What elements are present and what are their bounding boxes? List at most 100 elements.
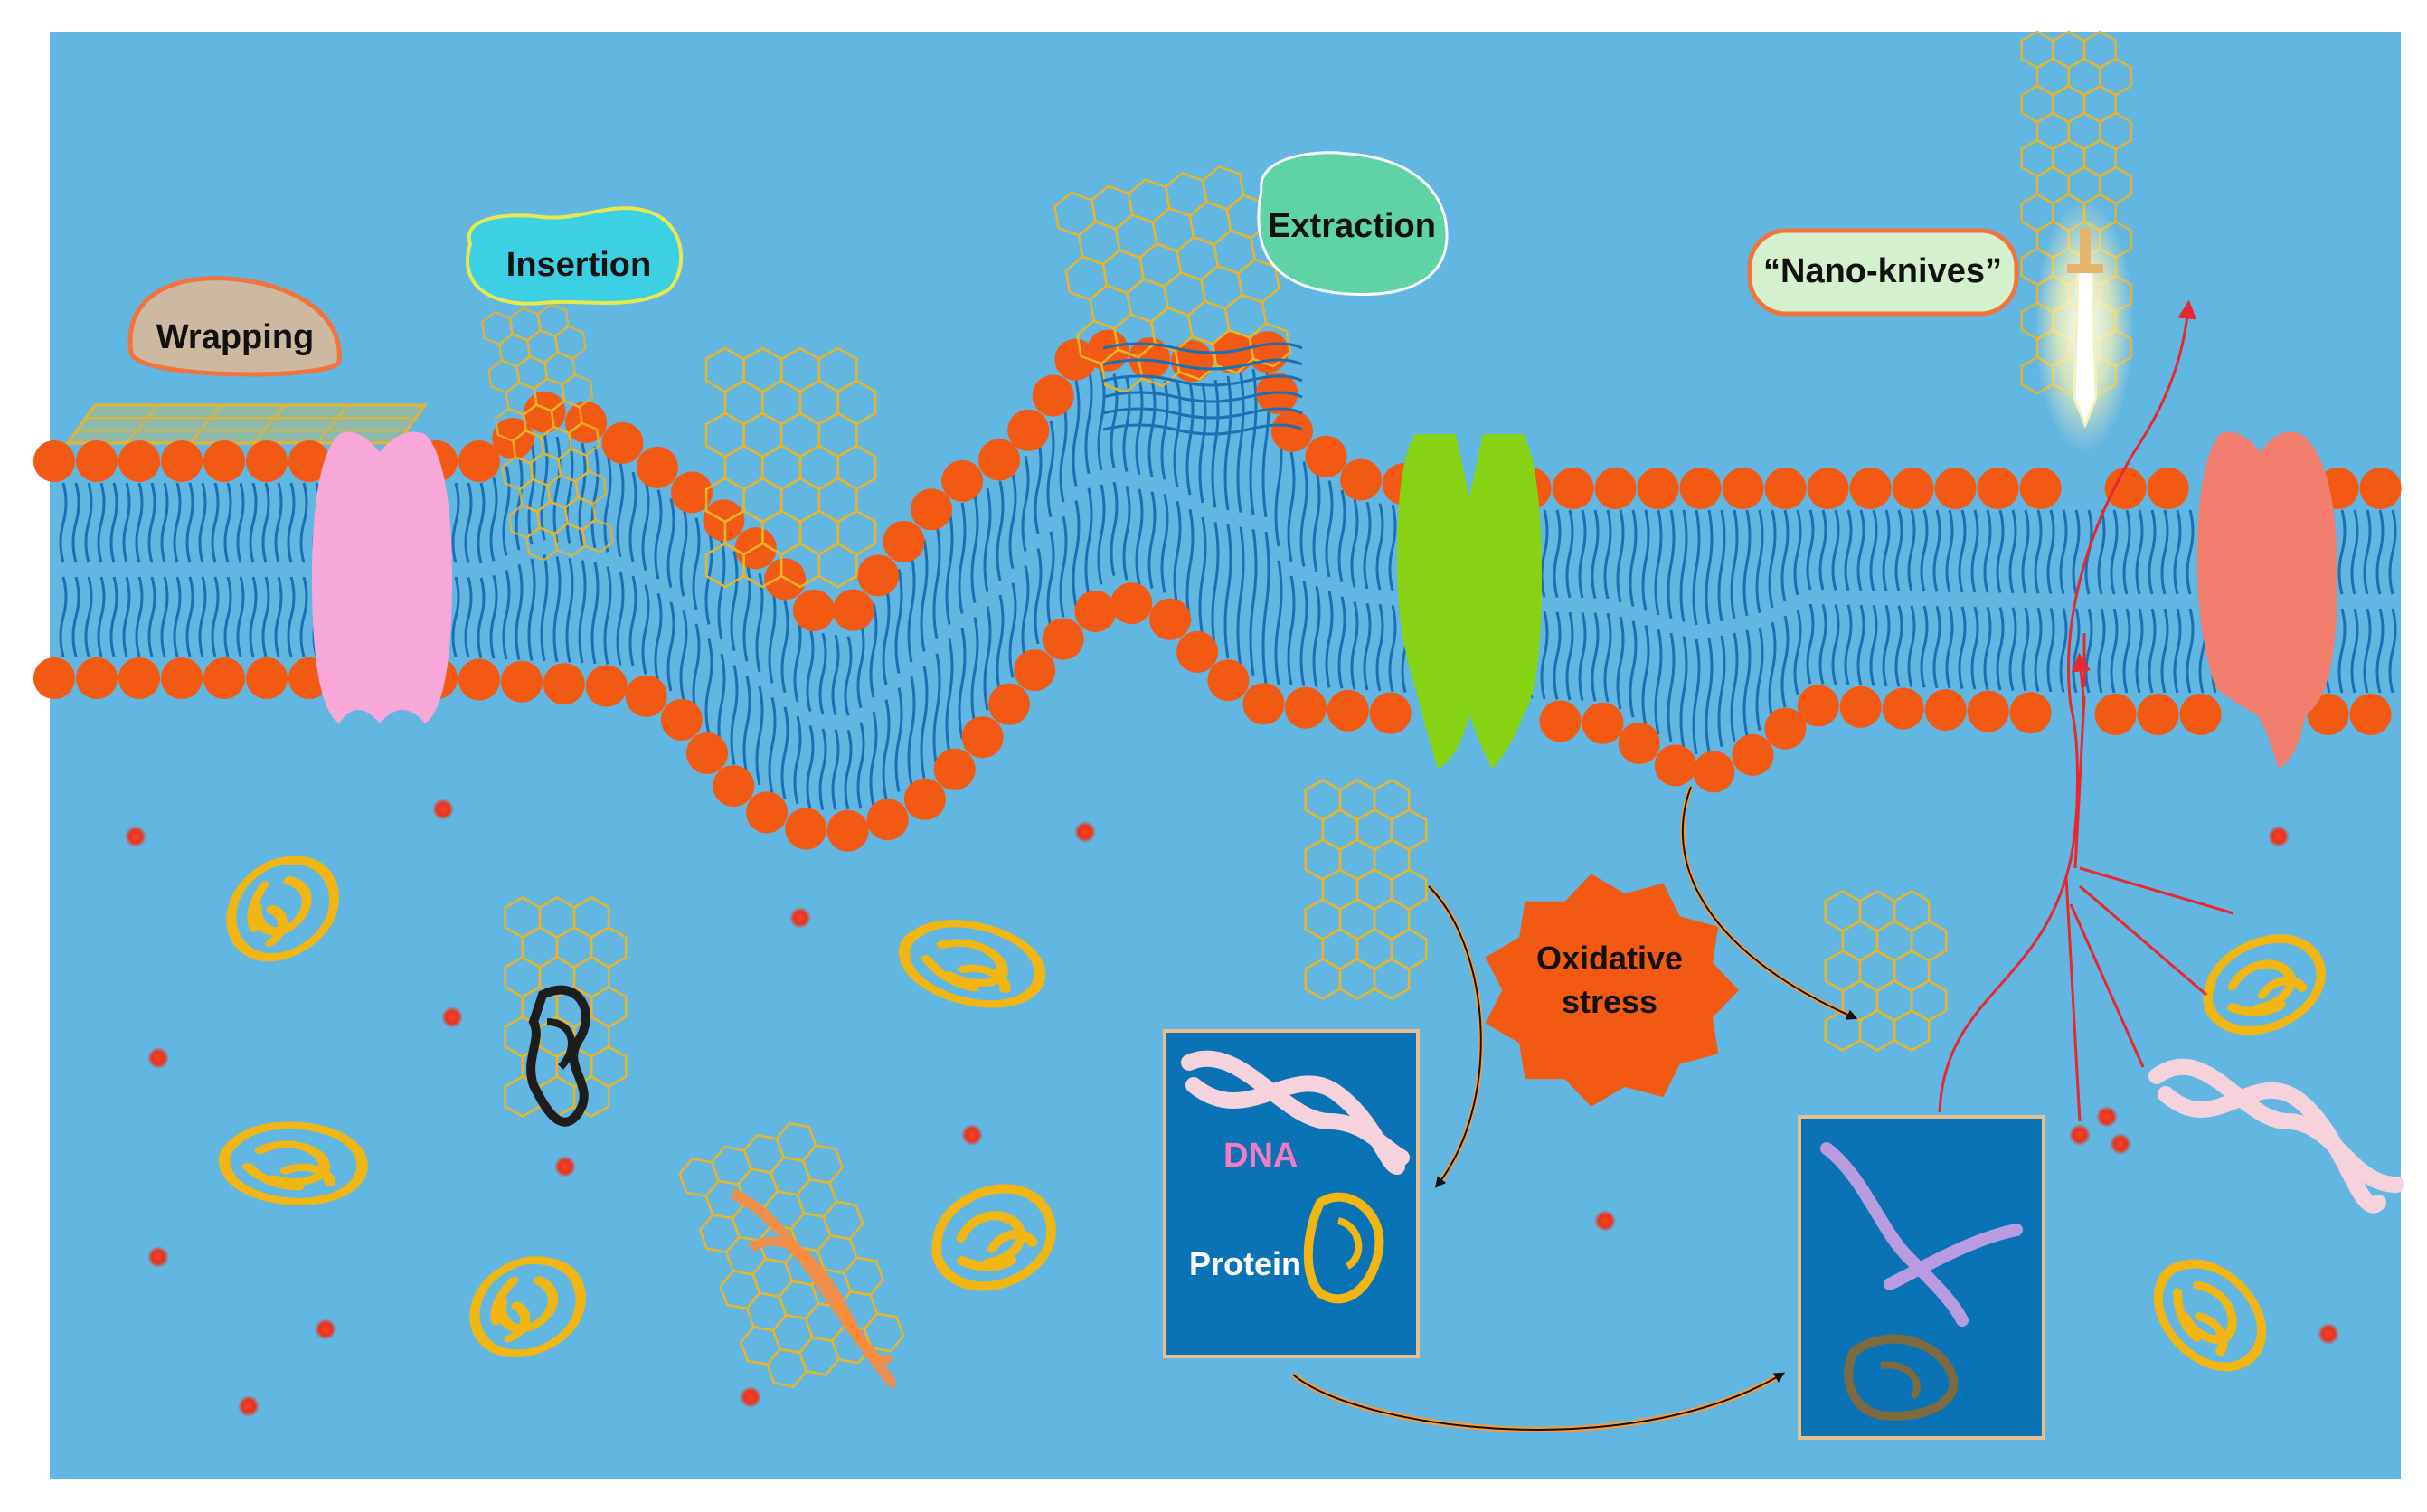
- lipid-head: [1732, 733, 1774, 776]
- lipid-tail: [730, 665, 739, 765]
- lipid-tail: [552, 556, 562, 663]
- extraction-label: Extraction: [1257, 151, 1449, 297]
- lipid-tail: [2034, 509, 2043, 594]
- lipid-tail: [1603, 612, 1612, 703]
- dna-protein-panel-damaged: [1798, 1115, 2045, 1440]
- lipid-tail: [135, 482, 144, 563]
- lipid-tail: [2046, 509, 2055, 594]
- lipid-tail: [1667, 509, 1676, 619]
- graphene-patch: [1304, 779, 1428, 1000]
- protein-aggregate: [2153, 1259, 2267, 1372]
- wrapping-graphene-sheet: [65, 403, 428, 445]
- ros-dot: [1594, 1210, 1616, 1232]
- lipid-head: [2179, 694, 2222, 735]
- lipid-tail: [1945, 509, 1954, 592]
- lipid-head: [203, 657, 245, 699]
- lipid-tail: [1844, 604, 1853, 685]
- lipid-tail: [1299, 461, 1308, 567]
- lipid-head: [1892, 468, 1934, 509]
- lipid-head: [903, 778, 946, 820]
- lipid-tail: [1274, 560, 1283, 685]
- lipid-tail: [1945, 606, 1954, 689]
- extraction-label-text: Extraction: [1268, 207, 1436, 245]
- lipid-tail: [1008, 473, 1017, 570]
- lipid-head: [1594, 468, 1637, 509]
- insertion-label: Insertion: [466, 206, 684, 306]
- lipid-head: [1074, 591, 1117, 632]
- graphene-patch: [480, 302, 614, 562]
- graphene-hexagon: [1248, 322, 1292, 368]
- lipid-tail: [2337, 509, 2347, 595]
- lipid-tail: [249, 576, 258, 657]
- lipid-tail: [1287, 575, 1296, 686]
- lipid-tail: [1882, 605, 1891, 687]
- lipid-tail: [2388, 509, 2397, 595]
- lipid-tail: [692, 623, 701, 716]
- lipid-tail: [527, 442, 536, 545]
- ros-dot: [2096, 1106, 2118, 1128]
- lipid-tail: [1869, 509, 1878, 591]
- lipid-head: [1242, 683, 1285, 725]
- green-membrane-channel: [1397, 434, 1542, 769]
- lipid-head: [246, 440, 288, 482]
- lipid-tail: [958, 628, 967, 740]
- lipid-tail: [616, 571, 625, 666]
- lipid-head: [978, 439, 1020, 481]
- lipid-head: [1807, 468, 1849, 509]
- lipid-tail: [1831, 509, 1840, 591]
- lipid-tail: [274, 482, 283, 563]
- lipid-tail: [1856, 509, 1865, 591]
- lipid-tail: [603, 454, 612, 553]
- lipid-tail: [1591, 509, 1600, 599]
- lipid-tail: [1122, 486, 1131, 581]
- lipid-tail: [945, 509, 954, 625]
- lipid-tail: [894, 569, 903, 674]
- lipid-tail: [1198, 516, 1207, 638]
- lipid-tail: [578, 560, 587, 664]
- lipid-tail: [628, 575, 637, 666]
- lipid-head: [1882, 687, 1924, 730]
- lipid-tail: [198, 576, 207, 657]
- efflux-red-arrows: [1938, 299, 2234, 1122]
- lipid-tail: [1540, 611, 1549, 700]
- lipid-tail: [2021, 509, 2030, 594]
- lipid-tail: [970, 495, 979, 603]
- lipid-head: [161, 657, 203, 699]
- lipid-tail: [2122, 608, 2131, 694]
- lipid-tail: [1312, 585, 1321, 687]
- protein-aggregates: [218, 855, 2326, 1372]
- extracted-lipid: [1102, 391, 1303, 403]
- lipid-tail: [882, 699, 891, 799]
- lipid-tail: [2173, 509, 2182, 595]
- lipid-tail: [2110, 509, 2119, 595]
- lipid-tail: [71, 576, 80, 657]
- lipid-tail: [147, 576, 156, 657]
- black-protein-in-graphene: [526, 985, 590, 1127]
- lipid-head: [288, 440, 330, 482]
- lipid-tail: [552, 436, 562, 543]
- lipid-tail: [1667, 632, 1676, 742]
- lipid-tail: [907, 676, 916, 786]
- lipid-head: [458, 658, 500, 701]
- lipid-tail: [641, 480, 650, 571]
- lipid-head: [625, 675, 667, 717]
- lipid-tail: [1211, 522, 1220, 650]
- lipid-head: [1176, 630, 1219, 673]
- lipid-head: [118, 440, 160, 482]
- lipid-tail: [1350, 499, 1359, 588]
- lipid-tail: [1932, 509, 1941, 592]
- lipid-tail: [755, 572, 764, 673]
- lipid-tail: [1223, 375, 1232, 511]
- dna-label: DNA: [1223, 1137, 1298, 1175]
- orange-dna-in-graphene: [730, 1188, 897, 1389]
- lipid-tail: [464, 482, 473, 563]
- lipid-tail: [1072, 380, 1081, 487]
- lipid-head: [1007, 409, 1050, 451]
- lipid-tail: [489, 575, 498, 659]
- lipid-tail: [2160, 509, 2169, 595]
- lipid-head: [1637, 468, 1679, 509]
- ros-dot: [432, 799, 454, 820]
- lipid-tail: [1388, 504, 1397, 591]
- lipid-tail: [1147, 491, 1157, 589]
